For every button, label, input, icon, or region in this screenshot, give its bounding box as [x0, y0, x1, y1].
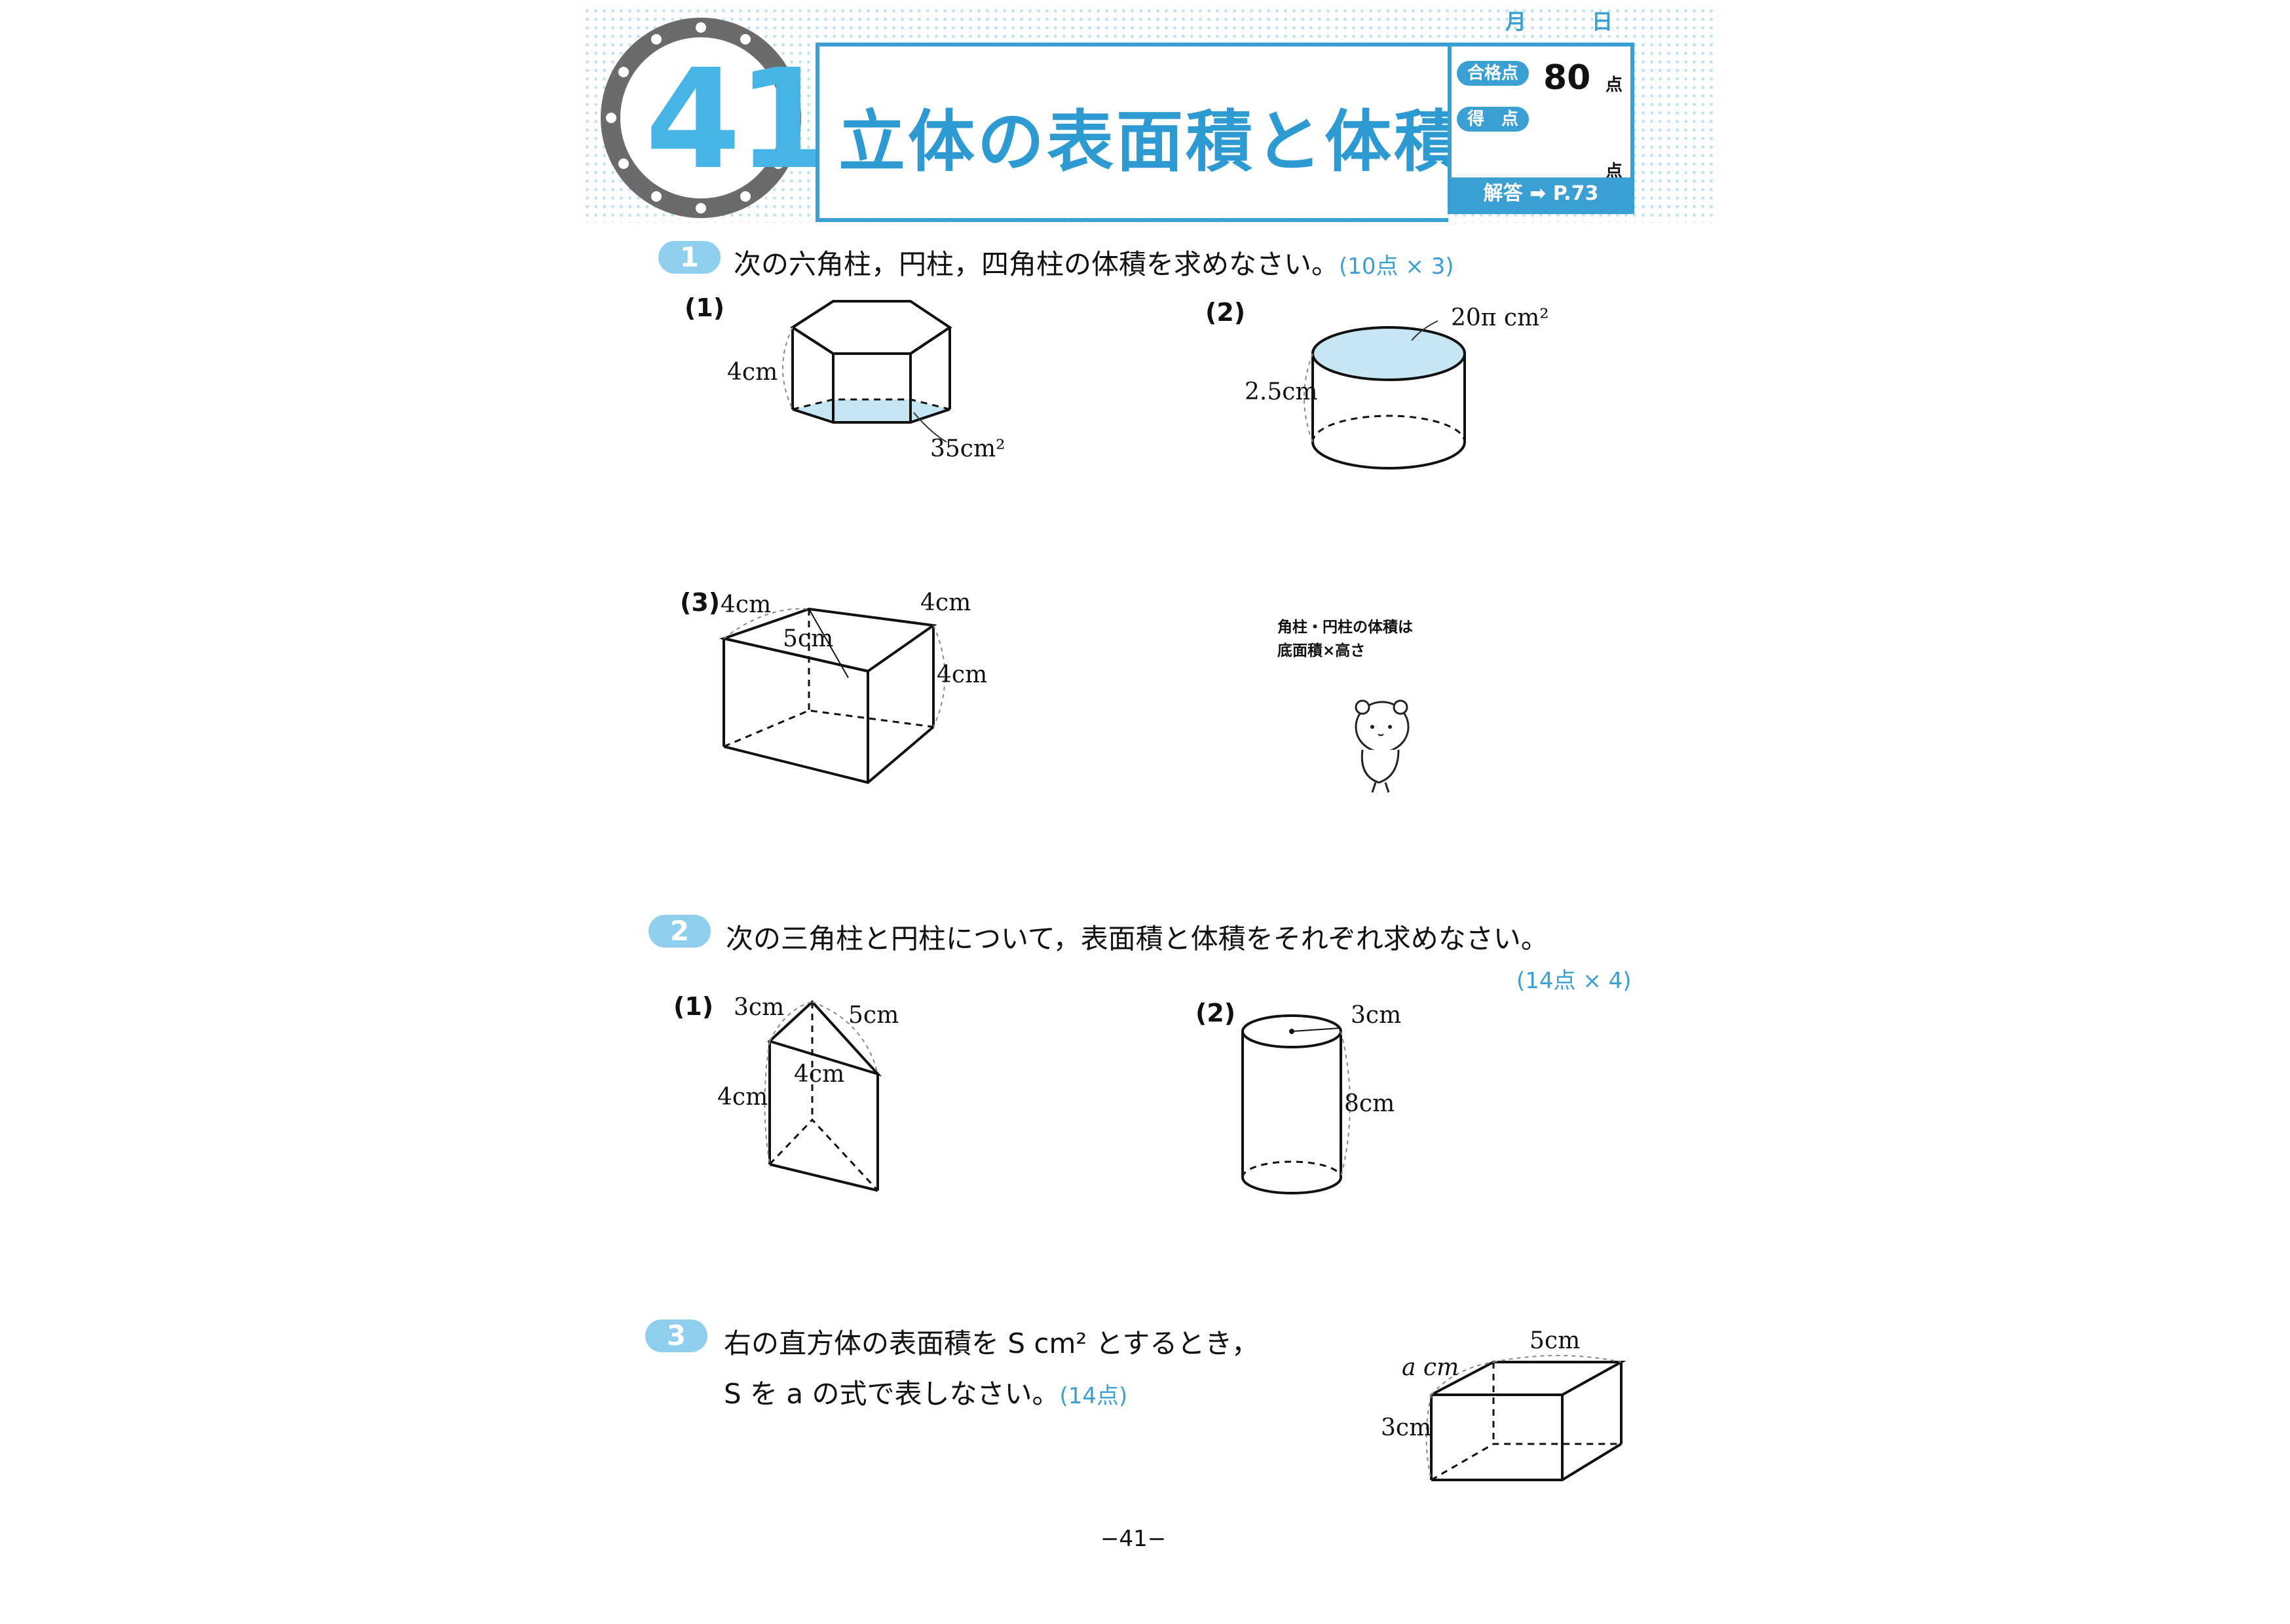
day-label: 日 [1592, 9, 1613, 34]
cylinder-figure-1 [1304, 320, 1466, 470]
answer-reference[interactable]: 解答 ➡ P.73 [1452, 177, 1630, 210]
q1-sub1-label: (1) [685, 293, 725, 322]
q2-sub2-label: (2) [1195, 999, 1236, 1027]
q2-sub1-label: (1) [673, 992, 714, 1021]
q3-height: 3cm [1381, 1414, 1432, 1441]
question-2-prompt: 次の三角柱と円柱について，表面積と体積をそれぞれ求めなさい。 [726, 923, 1549, 955]
score-box: 合格点 80 点 得 点 点 解答 ➡ P.73 [1448, 43, 1634, 214]
unit-number: 41 [645, 39, 833, 200]
hexagonal-prism-figure [782, 300, 952, 443]
q2-sub1-length-b: 5cm [848, 1002, 899, 1029]
question-3-prompt-line1: 右の直方体の表面積を S cm² とするとき， [724, 1327, 1260, 1359]
question-3-text-line2: S を a の式で表しなさい。(14点) [724, 1372, 1127, 1412]
q2-sub1-height: 4cm [717, 1084, 768, 1111]
hint-line-1: 角柱・円柱の体積は [1277, 619, 1413, 636]
hint-line-2: 底面積×高さ [1277, 642, 1366, 659]
q1-sub3-length-b: 5cm [783, 625, 834, 652]
q1-sub3-length-c: 4cm [920, 589, 971, 616]
q3-length-b: 5cm [1530, 1327, 1581, 1354]
title-box [816, 43, 1448, 222]
q2-sub2-height: 8cm [1344, 1090, 1395, 1117]
triangular-prism-figure [764, 1000, 882, 1192]
question-number-1: 1 [658, 241, 721, 274]
q1-sub3-length-a: 4cm [721, 591, 772, 618]
q1-sub3-height: 4cm [937, 661, 988, 688]
question-1-points: (10点 × 3) [1339, 253, 1454, 280]
q2-sub2-radius: 3cm [1351, 1002, 1402, 1029]
q1-sub2-height: 2.5cm [1245, 378, 1318, 405]
cuboid-figure [1425, 1355, 1626, 1481]
pass-score-unit: 点 [1605, 75, 1623, 95]
pass-score-label: 合格点 [1457, 61, 1529, 86]
question-3-prompt-line2: S を a の式で表しなさい。 [724, 1378, 1060, 1410]
mascot-hamster-icon [1355, 699, 1410, 793]
question-2-points: (14点 × 4) [1516, 968, 1632, 994]
q1-sub3-label: (3) [680, 588, 721, 617]
question-number-3: 3 [645, 1320, 707, 1352]
q3-length-a: a cm [1402, 1354, 1459, 1381]
hint-text: 角柱・円柱の体積は 底面積×高さ [1277, 616, 1413, 663]
unit-badge-gear-icon [601, 18, 801, 218]
quadrangular-prism-figure [719, 607, 946, 784]
question-1-prompt: 次の六角柱，円柱，四角柱の体積を求めなさい。 [734, 248, 1340, 280]
q1-sub1-height: 4cm [727, 359, 778, 386]
question-3-points: (14点) [1059, 1383, 1128, 1409]
month-label: 月 [1505, 9, 1527, 34]
question-number-2: 2 [648, 915, 711, 948]
q1-sub1-base-area: 35cm² [930, 435, 1005, 462]
question-1-text: 次の六角柱，円柱，四角柱の体積を求めなさい。(10点 × 3) [734, 242, 1454, 282]
page-number: −41− [1100, 1526, 1167, 1552]
q1-sub2-label: (2) [1205, 298, 1246, 327]
q2-sub1-length-c: 4cm [794, 1061, 845, 1088]
cylinder-figure-2 [1241, 1014, 1351, 1194]
q2-sub1-length-a: 3cm [734, 994, 785, 1021]
score-label: 得 点 [1457, 107, 1529, 132]
page-title: 立体の表面積と体積 ① [838, 103, 1549, 181]
pass-score-value: 80 [1543, 58, 1591, 98]
q1-sub2-base-area: 20π cm² [1451, 304, 1549, 331]
